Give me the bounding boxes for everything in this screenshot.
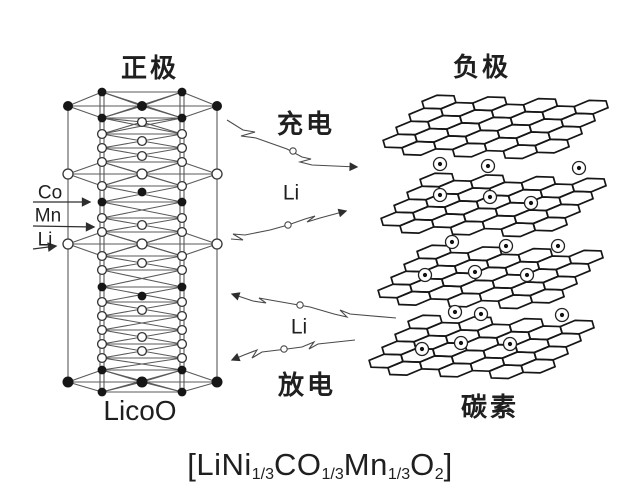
formula-part: Mn xyxy=(343,447,388,482)
positive-electrode-title: 正极 xyxy=(120,53,180,83)
charge-label: 充电 xyxy=(276,109,336,139)
li-ion-icon xyxy=(554,307,570,323)
li-ion-icon xyxy=(417,267,433,283)
graphene-sheet-3 xyxy=(365,245,609,310)
mn-arrow xyxy=(32,222,96,232)
carbon-caption: 碳素 xyxy=(460,392,520,422)
li-ion-icon xyxy=(467,264,483,280)
li-ion-icon xyxy=(550,238,566,254)
negative-electrode-title: 负极 xyxy=(452,52,512,82)
discharge-arrow-top xyxy=(230,292,397,319)
formula-part: [LiNi xyxy=(187,447,252,482)
site-callout-arrows xyxy=(32,197,96,252)
graphene-sheets xyxy=(356,95,614,380)
li-ion-icon xyxy=(480,158,496,174)
formula-part: CO xyxy=(274,447,322,482)
co-site-label: Co xyxy=(37,182,63,204)
chemical-formula: [LiNi1/3CO1/3Mn1/3O2] xyxy=(187,449,453,483)
li-ion-icon xyxy=(571,160,587,176)
crystal-vertical-edges xyxy=(67,92,218,392)
li-arrow xyxy=(32,242,58,252)
li-carrier-icon xyxy=(296,301,304,309)
crystal-atoms-white xyxy=(62,116,223,364)
li-ion-icon xyxy=(498,238,514,254)
discharge-label: 放电 xyxy=(277,370,337,400)
li-ions xyxy=(414,156,587,357)
discharge-arrow-bottom xyxy=(230,339,356,362)
li-ion-icon xyxy=(432,156,448,172)
li-ion-icon xyxy=(444,234,460,250)
li-carrier-icon xyxy=(280,345,288,353)
li-ion-icon xyxy=(519,267,535,283)
li-ion-icon xyxy=(473,306,489,322)
li-ion-icon xyxy=(453,335,469,351)
formula-subscript: 1/3 xyxy=(321,466,344,483)
li-ion-icon xyxy=(523,195,539,211)
graphene-sheet-1 xyxy=(370,95,614,160)
li-carrier-icon xyxy=(289,147,297,155)
process-arrows xyxy=(226,119,397,362)
formula-subscript: 2 xyxy=(434,466,444,483)
formula-subscript: 1/3 xyxy=(251,466,275,483)
graphene-sheet-2 xyxy=(368,173,612,238)
formula-part: O xyxy=(410,447,435,482)
licoo-caption: LicoO xyxy=(103,395,177,426)
crystal-structure xyxy=(62,87,223,397)
formula-subscript: 1/3 xyxy=(387,466,411,483)
graphene-sheet-4 xyxy=(356,315,600,380)
crystal-atoms-black xyxy=(62,87,223,397)
li-ion-icon xyxy=(502,336,518,352)
li-ion-label-top: Li xyxy=(282,181,300,205)
li-ion-icon xyxy=(447,304,463,320)
crystal-row-rails xyxy=(102,91,182,393)
charge-arrow-top xyxy=(226,119,359,172)
formula-part: ] xyxy=(443,447,453,482)
li-ion-icon xyxy=(482,189,498,205)
mn-site-label: Mn xyxy=(34,205,62,227)
li-ion-icon xyxy=(432,187,448,203)
li-carrier-icon xyxy=(284,221,292,229)
li-ion-icon xyxy=(414,341,430,357)
li-ion-label-bottom: Li xyxy=(290,315,308,339)
li-site-label: Li xyxy=(37,229,53,251)
